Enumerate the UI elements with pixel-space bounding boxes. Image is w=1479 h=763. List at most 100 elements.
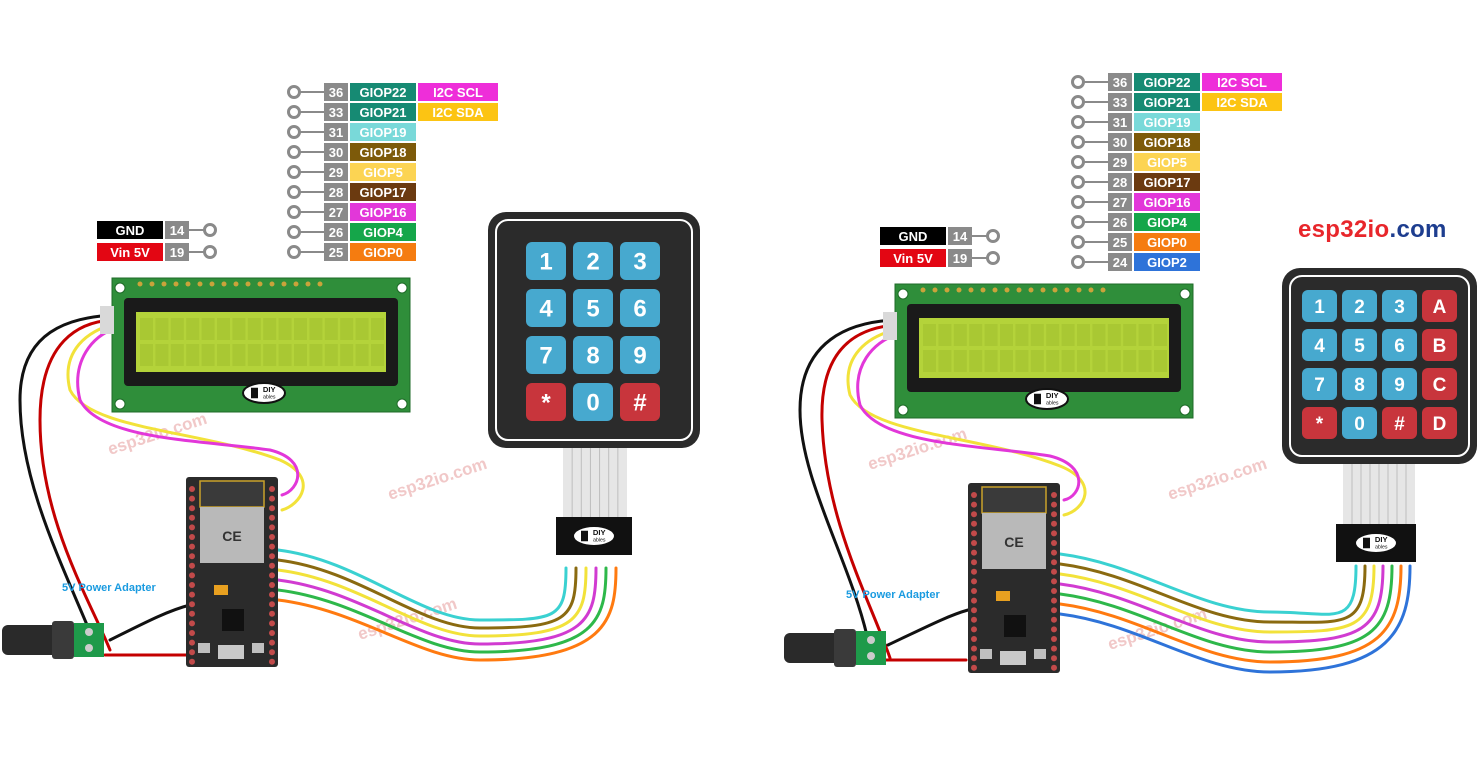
esp32-component <box>996 591 1010 601</box>
lcd-char-cell <box>1061 324 1075 346</box>
adapter-plug <box>784 633 844 663</box>
keypad-key-face <box>1342 290 1377 322</box>
keypad-key-label: 8 <box>586 343 599 370</box>
keypad-key-label: 5 <box>586 296 599 323</box>
keypad-key: 7 <box>1302 368 1337 400</box>
lcd-char-cell <box>1015 324 1029 346</box>
esp32-pin-left <box>971 559 977 566</box>
power-adapter-label-left: 5V Power Adapter <box>62 582 156 594</box>
esp32-pin-left <box>971 645 977 652</box>
gpio-label-bg <box>1134 133 1200 151</box>
lcd-header-pin <box>269 281 275 287</box>
keypad-key: 8 <box>573 336 613 374</box>
keypad-key-face <box>526 336 566 374</box>
keypad-wire-right <box>1058 564 1394 654</box>
lcd-char-cell <box>1138 350 1152 372</box>
keypad-key-label: 0 <box>586 390 599 417</box>
esp32-pin-left <box>971 540 977 546</box>
gpio-label: GIOP0 <box>363 245 403 260</box>
esp32-pin-right <box>269 553 275 560</box>
keypad-key-face <box>1302 368 1337 400</box>
esp32-pin-right <box>269 610 275 617</box>
lcd-char-cell <box>923 350 936 372</box>
gpio-label: GIOP4 <box>1147 215 1188 230</box>
pin-number-bg <box>324 183 348 201</box>
lcd-char-cell <box>1030 324 1044 346</box>
lcd-header-pin <box>956 287 962 293</box>
brand-name: esp32io <box>1298 216 1390 243</box>
esp32-pin-right <box>1051 501 1057 508</box>
lcd-char-cell <box>355 318 369 340</box>
lcd-mount-hole <box>897 288 909 300</box>
esp32-pin-right <box>269 495 275 502</box>
keypad-key-face <box>1342 407 1377 439</box>
lcd-header-pin <box>1064 287 1070 293</box>
lcd-header-pin <box>920 287 926 293</box>
keypad-key-face <box>1302 407 1337 439</box>
lcd-char-cell <box>340 318 354 340</box>
lcd-char-cell <box>953 324 967 346</box>
lcd-char-cell <box>278 344 292 366</box>
lcd-char-cell <box>170 318 184 340</box>
keypad-key-face <box>573 242 613 280</box>
gpio-label-bg <box>350 103 416 121</box>
pin-number-bg <box>324 203 348 221</box>
keypad-key: 9 <box>620 336 660 374</box>
lcd-header-pin <box>1076 287 1082 293</box>
pin-dot <box>287 125 301 139</box>
pin-number: 24 <box>1113 255 1128 270</box>
pin-dot <box>287 105 301 119</box>
keypad-key-label: 9 <box>1394 375 1405 396</box>
lcd-header-pin <box>932 287 938 293</box>
diy-logo-mark <box>1034 393 1041 405</box>
keypad-key: # <box>620 383 660 421</box>
power-name-bg <box>97 243 163 261</box>
gpio-label: GIOP5 <box>1147 155 1187 170</box>
esp32-button <box>252 643 264 653</box>
lcd-char-cell <box>140 344 153 366</box>
ribbon-cable <box>563 448 627 520</box>
keypad-key-face <box>620 383 660 421</box>
esp32-pin-left <box>189 553 195 560</box>
keypad-key-face <box>526 242 566 280</box>
lcd-char-cell <box>294 318 307 340</box>
diy-logo-bottom: ables <box>263 394 276 400</box>
keypad-key: * <box>1302 407 1337 439</box>
watermark: esp32io.com <box>105 409 209 459</box>
lcd-char-cell <box>201 344 215 366</box>
ribbon-4x4 <box>1343 464 1415 524</box>
func-label-bg <box>418 103 498 121</box>
watermark: esp32io.com <box>1165 454 1269 504</box>
lcd-char-cell <box>186 344 200 366</box>
lcd-header-pin <box>257 281 263 287</box>
esp32-pin-right <box>269 658 275 665</box>
pin-dot <box>1071 235 1085 249</box>
keypad-key-label: B <box>1433 336 1447 357</box>
lcd-char-cell <box>1107 350 1121 372</box>
esp32-pin-right <box>269 601 275 608</box>
lcd-header-pin <box>245 281 251 287</box>
lcd-char-cell <box>1107 324 1121 346</box>
gpio-label-bg <box>1134 173 1200 191</box>
pin-number: 27 <box>1113 195 1127 210</box>
keypad-key-label: 1 <box>539 249 552 276</box>
lcd-header-pin <box>1004 287 1010 293</box>
esp32-pin-left <box>971 607 977 614</box>
esp32-pin-left <box>971 530 977 537</box>
lcd-header-pin <box>293 281 299 287</box>
lcd-char-cell <box>170 344 184 366</box>
esp32-pin-left <box>971 578 977 585</box>
esp32-pin-left <box>189 562 195 569</box>
lcd-mount-hole <box>897 404 909 416</box>
lcd-header-pin <box>305 281 311 287</box>
brand-domain: .com <box>1389 216 1447 243</box>
power-name: Vin 5V <box>893 251 933 266</box>
keypad-border <box>495 219 693 441</box>
diy-logo-bottom: ables <box>1046 400 1059 406</box>
keypad-key-label: A <box>1433 297 1447 318</box>
lcd-header-pin <box>161 281 167 287</box>
diy-logo-bottom: ables <box>593 537 606 543</box>
lcd-char-cell <box>201 318 215 340</box>
